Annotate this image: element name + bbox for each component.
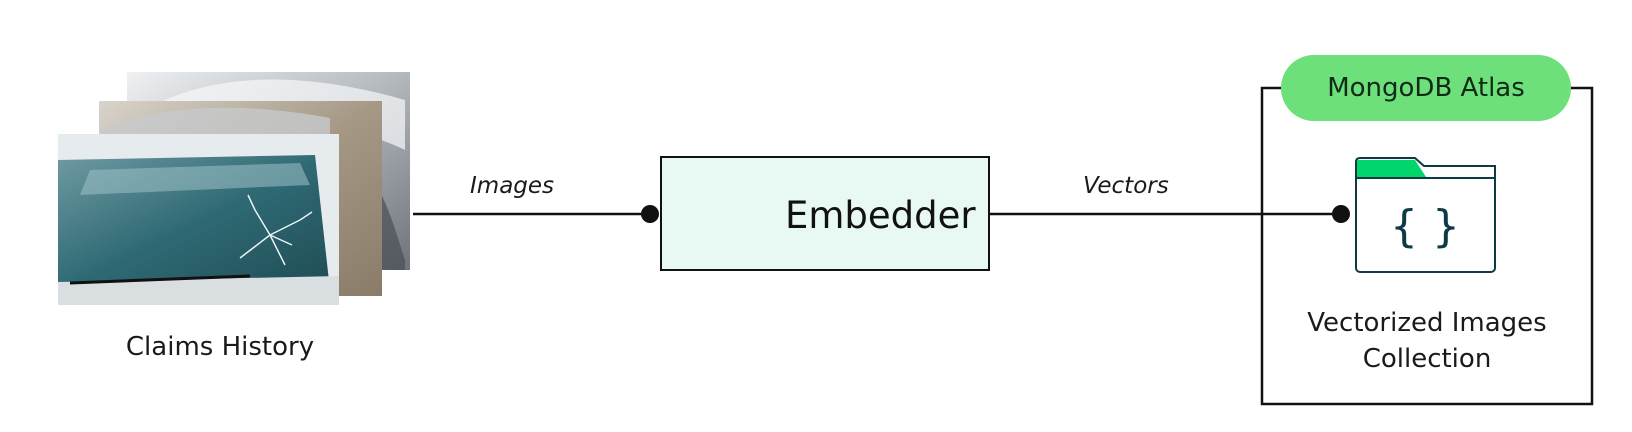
- edge-label-vectors: Vectors: [1083, 173, 1169, 199]
- collection-caption-line1: Vectorized Images: [1307, 308, 1547, 338]
- atlas-badge: MongoDB Atlas: [1281, 55, 1571, 121]
- collection-caption-line2: Collection: [1362, 344, 1492, 374]
- photo-front-windshield: [58, 134, 339, 305]
- claims-history-caption: Claims History: [125, 332, 315, 362]
- edge-label-images: Images: [470, 173, 555, 199]
- embedder-node: Embedder: [660, 156, 990, 271]
- edge-vectors-endpoint: [1332, 205, 1350, 223]
- svg-text:{ }: { }: [1390, 201, 1460, 252]
- edge-images-endpoint: [641, 205, 659, 223]
- embedder-label: Embedder: [785, 194, 976, 237]
- folder-braces-icon: { }: [1355, 157, 1496, 273]
